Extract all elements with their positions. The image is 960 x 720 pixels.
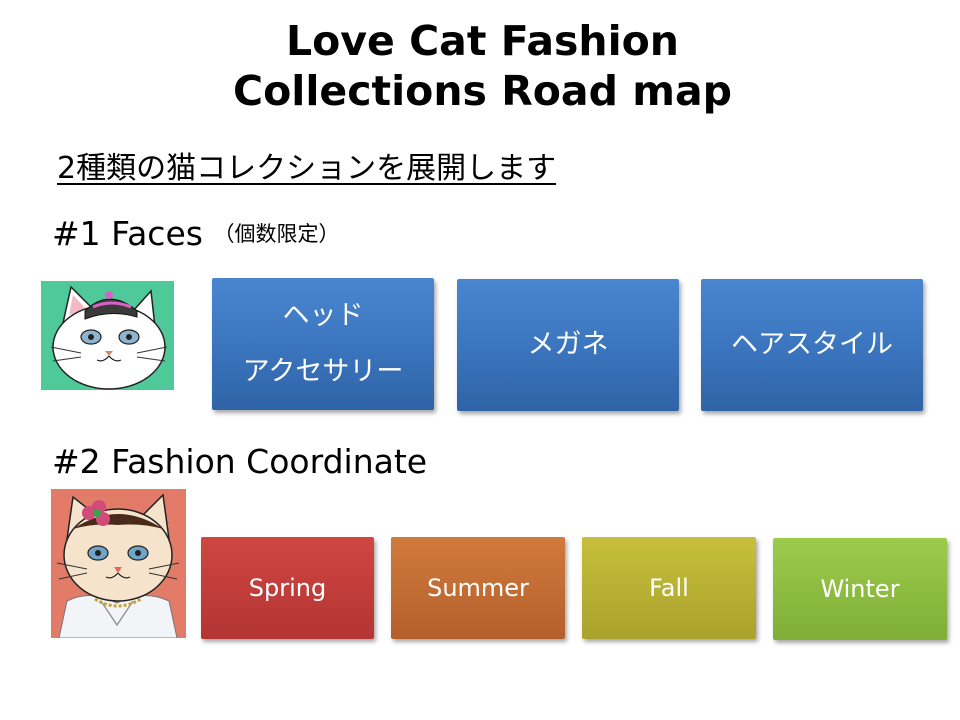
head-accessory-label-line-1: ヘッド — [282, 300, 364, 331]
hairstyle-label: ヘアスタイル — [731, 329, 893, 360]
head-accessory-label-line-2: アクセサリー — [242, 356, 404, 387]
section-2-heading: #2 Fashion Coordinate — [52, 442, 428, 481]
flower-cat-icon — [51, 489, 186, 638]
title-line-2: Collections Road map — [233, 67, 732, 115]
fall-label: Fall — [649, 574, 689, 602]
spring-box[interactable]: Spring — [201, 537, 374, 639]
glasses-label: メガネ — [527, 329, 609, 360]
title-line-1: Love Cat Fashion — [285, 17, 679, 65]
section-1-heading: #1 Faces （個数限定） — [52, 214, 339, 254]
glasses-box[interactable]: メガネ — [457, 279, 679, 411]
slide-title: Love Cat Fashion Collections Road map — [0, 16, 960, 116]
section-1-note: （個数限定） — [213, 222, 340, 246]
white-cat-cap-icon — [41, 281, 174, 390]
hairstyle-box[interactable]: ヘアスタイル — [701, 279, 923, 411]
slide-subtitle: 2種類の猫コレクションを展開します — [57, 151, 557, 186]
head-accessory-box[interactable]: ヘッド アクセサリー — [212, 278, 434, 410]
section-1-title: #1 Faces — [52, 214, 203, 253]
winter-label: Winter — [820, 575, 900, 603]
winter-box[interactable]: Winter — [773, 538, 947, 640]
spring-label: Spring — [248, 574, 327, 602]
summer-box[interactable]: Summer — [391, 537, 565, 639]
summer-label: Summer — [427, 574, 529, 602]
fall-box[interactable]: Fall — [582, 537, 756, 639]
